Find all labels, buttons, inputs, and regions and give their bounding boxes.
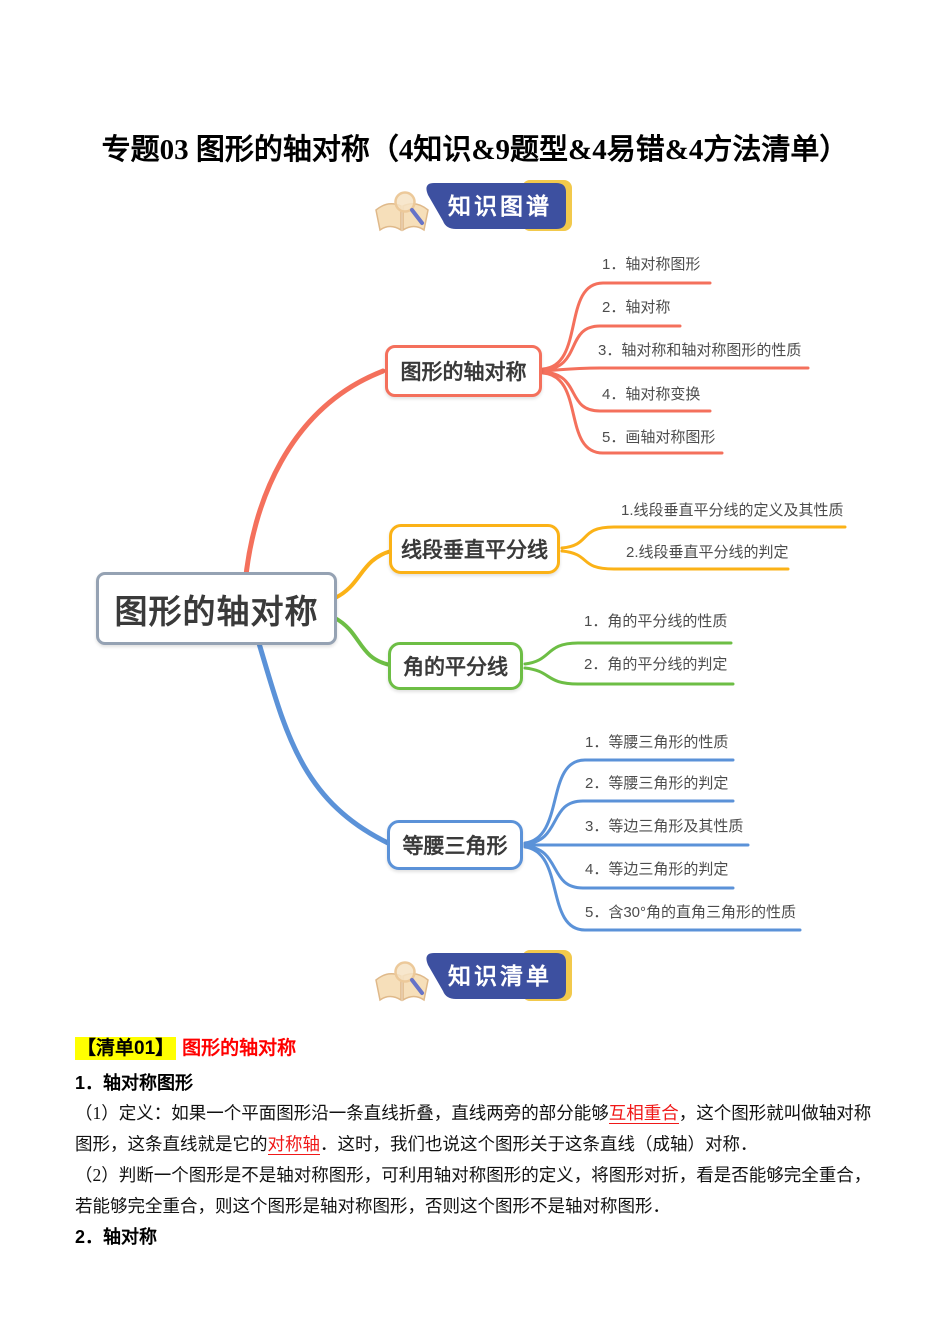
mindmap-branch-perpendicular-bisector: 线段垂直平分线 [389,524,560,574]
mindmap-branch-angle-bisector: 角的平分线 [388,642,523,690]
paragraph-1-text: （1）定义：如果一个平面图形沿一条直线折叠，直线两旁的部分能够 [75,1103,609,1123]
leaf-isosceles-judgment: 2．等腰三角形的判定 [585,775,729,792]
term-symmetry-axis: 对称轴 [267,1134,320,1155]
knowledge-map-banner-label: 知识图谱 [448,193,552,219]
paragraph-1-text: ．这时，我们也说这个图形关于这条直线（成轴）对称． [320,1134,758,1154]
leaf-symmetry-transform: 4．轴对称变换 [602,386,701,403]
knowledge-list-banner-label: 知识清单 [448,963,552,989]
book-magnifier-icon [375,191,429,232]
paragraph-1-text: ，这个图形就叫做轴对称图形，这条直线就是它的 [75,1103,872,1154]
leaf-equilateral-property: 3．等边三角形及其性质 [585,818,744,835]
leaf-bisector-judgment: 2.线段垂直平分线的判定 [626,544,789,561]
paragraph-definition: （1）定义：如果一个平面图形沿一条直线折叠，直线两旁的部分能够互相重合，这个图形… [75,1098,881,1160]
leaf-equilateral-judgment: 4．等边三角形的判定 [585,861,729,878]
section-heading-2: 2．轴对称 [75,1227,158,1247]
banner-shape [426,950,572,1001]
leaf-symmetry-properties: 3．轴对称和轴对称图形的性质 [598,342,802,359]
list01-heading: 【清单01】图形的轴对称 [75,1036,881,1062]
paragraph-judgment: （2）判断一个图形是不是轴对称图形，可利用轴对称图形的定义，将图形对折，看是否能… [75,1165,872,1216]
mindmap-connectors [242,281,847,932]
knowledge-list-section: 【清单01】图形的轴对称 1．轴对称图形 （1）定义：如果一个平面图形沿一条直线… [75,1036,881,1252]
leaf-isosceles-property: 1．等腰三角形的性质 [585,734,729,751]
section-heading-1: 1．轴对称图形 [75,1073,194,1093]
leaf-bisector-definition: 1.线段垂直平分线的定义及其性质 [621,502,844,519]
term-coincide: 互相重合 [608,1103,679,1124]
knowledge-list-banner: 知识清单 [372,948,582,1008]
list01-tag: 【清单01】 [75,1037,177,1060]
knowledge-map-banner: 知识图谱 [372,178,582,238]
list01-title: 图形的轴对称 [182,1038,297,1059]
leaf-axial-symmetry: 2．轴对称 [602,299,671,316]
mindmap-branch-axial-symmetry: 图形的轴对称 [385,345,542,397]
leaf-axial-symmetric-figure: 1．轴对称图形 [602,256,701,273]
page-title: 专题03 图形的轴对称（4知识&9题型&4易错&4方法清单） [101,134,849,166]
mindmap-branch-isosceles-triangle: 等腰三角形 [387,820,523,870]
leaf-angle-bisector-judgment: 2．角的平分线的判定 [584,656,728,673]
mindmap-center-node: 图形的轴对称 [96,572,337,645]
book-magnifier-icon [375,961,429,1002]
leaf-30deg-right-triangle: 5．含30°角的直角三角形的性质 [585,904,797,921]
leaf-angle-bisector-property: 1．角的平分线的性质 [584,613,728,630]
leaf-draw-symmetric-figure: 5．画轴对称图形 [602,429,716,446]
banner-shape [426,180,572,231]
